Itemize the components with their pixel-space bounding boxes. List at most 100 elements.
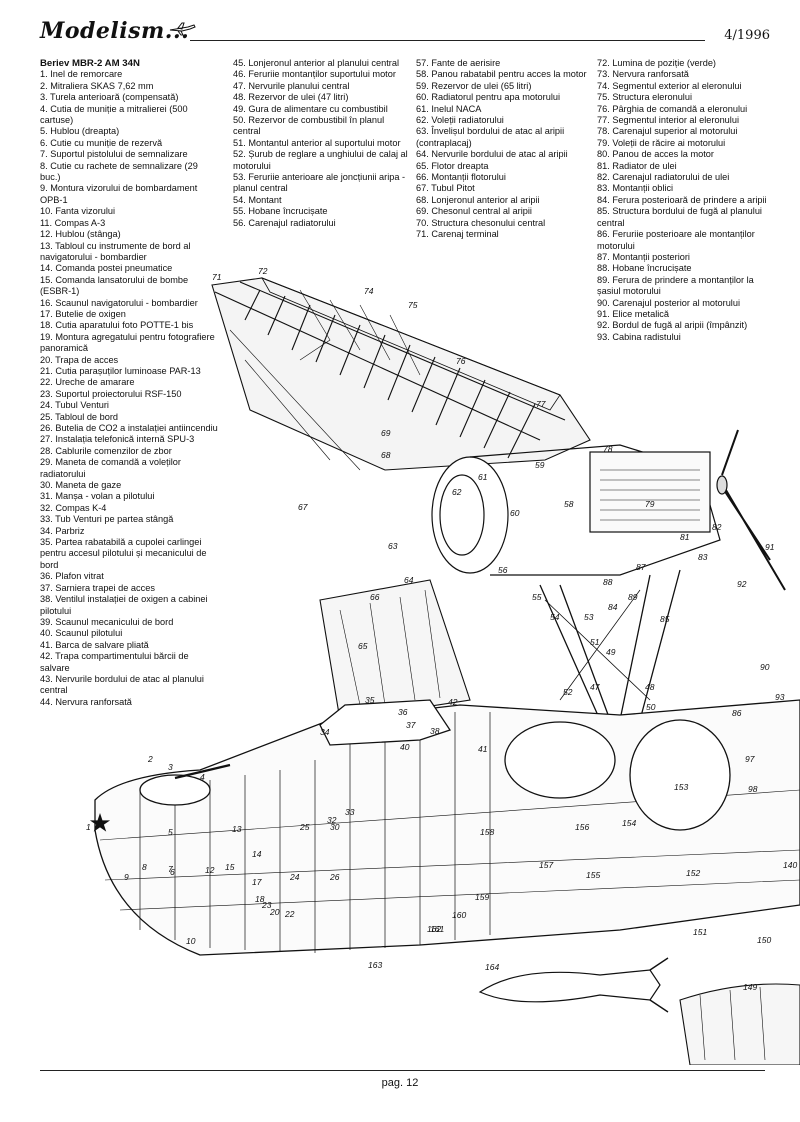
- callout-label: 7: [168, 864, 173, 874]
- callout-label: 92: [737, 579, 747, 589]
- legend-item: 59. Rezervor de ulei (65 litri): [416, 80, 532, 91]
- legend-item: 37. Sarniera trapei de acces: [40, 582, 155, 593]
- legend-item: 23. Suportul proiectorului RSF-150: [40, 388, 182, 399]
- legend-column-4: 72. Lumina de poziție (verde)73. Nervura…: [597, 58, 767, 343]
- callout-label: 71: [212, 272, 222, 282]
- callout-label: 87: [636, 562, 646, 572]
- legend-item: 52. Șurub de reglare a unghiului de cala…: [233, 149, 408, 171]
- legend-item: 62. Voleții radiatorului: [416, 115, 504, 126]
- callout-label: 34: [320, 727, 330, 737]
- legend-item: 73. Nervura ranforsată: [597, 69, 689, 80]
- wing: [211, 277, 591, 471]
- callout-label: 84: [608, 602, 618, 612]
- legend-item: 74. Segmentul exterior al eleronului: [597, 80, 742, 91]
- callout-label: 160: [452, 910, 466, 920]
- legend-item: 9. Montura vizorului de bombardament OPB…: [40, 183, 198, 205]
- fuselage: [89, 699, 800, 956]
- legend-item: 22. Ureche de amarare: [40, 377, 135, 388]
- callout-label: 40: [400, 742, 410, 752]
- callout-label: 63: [388, 541, 398, 551]
- callout-label: 54: [550, 612, 560, 622]
- callout-label: 93: [775, 692, 785, 702]
- legend-item: 31. Manșa - volan a pilotului: [40, 491, 155, 502]
- callout-label: 1: [86, 822, 91, 832]
- legend-item: 10. Fanta vizorului: [40, 206, 116, 217]
- legend-item: 3. Turela anterioară (compensată): [40, 92, 179, 103]
- callout-label: 90: [760, 662, 770, 672]
- callout-label: 77: [536, 399, 546, 409]
- callout-label: 149: [743, 982, 757, 992]
- callout-label: 159: [475, 892, 489, 902]
- callout-label: 13: [232, 824, 242, 834]
- callout-label: 59: [535, 460, 545, 470]
- footer-rule: [40, 1070, 765, 1071]
- legend-item: 13. Tabloul cu instrumente de bord al na…: [40, 240, 191, 262]
- callout-label: 3: [168, 762, 173, 772]
- legend-item: 39. Scaunul mecanicului de bord: [40, 616, 174, 627]
- callout-label: 38: [430, 726, 440, 736]
- legend-item: 14. Comanda postei pneumatice: [40, 263, 173, 274]
- legend-item: 43. Nervurile bordului de atac al planul…: [40, 673, 204, 696]
- legend-item: 78. Carenajul superior al motorului: [597, 126, 738, 137]
- callout-label: 25: [299, 822, 310, 832]
- legend-item: 70. Structura chesonului central: [416, 217, 546, 228]
- callout-label: 18: [255, 894, 265, 904]
- legend-title: Beriev MBR-2 AM 34N: [40, 58, 140, 69]
- engine-nacelle: [431, 429, 786, 591]
- callout-label: 6: [170, 867, 175, 877]
- callout-label: 161: [430, 924, 444, 934]
- legend-item: 64. Nervurile bordului de atac al aripii: [416, 149, 568, 160]
- legend-item: 79. Voleții de răcire ai motorului: [597, 137, 726, 148]
- legend-item: 77. Segmentul interior al eleronului: [597, 115, 739, 126]
- legend-item: 28. Cablurile comenzilor de zbor: [40, 445, 172, 456]
- callout-label: 75: [408, 300, 418, 310]
- callout-label: 152: [686, 868, 700, 878]
- legend-item: 61. Inelul NACA: [416, 103, 482, 114]
- callout-label: 62: [452, 487, 462, 497]
- legend-item: 25. Tabloul de bord: [40, 411, 118, 422]
- callout-label: 163: [368, 960, 382, 970]
- callout-label: 53: [584, 612, 594, 622]
- legend-item: 12. Hublou (stânga): [40, 229, 121, 240]
- legend-item: 48. Rezervor de ulei (47 litri): [233, 92, 349, 103]
- callout-label: 65: [358, 641, 368, 651]
- callout-label: 37: [406, 720, 416, 730]
- callout-label: 24: [289, 872, 300, 882]
- callout-label: 69: [381, 428, 391, 438]
- legend-item: 89. Ferura de prindere a montanților la …: [597, 274, 754, 297]
- callout-label: 32: [327, 815, 337, 825]
- legend-item: 60. Radiatorul pentru apa motorului: [416, 92, 561, 103]
- legend-item: 75. Structura eleronului: [597, 92, 692, 103]
- callout-label: 83: [698, 552, 708, 562]
- callout-label: 56: [498, 565, 508, 575]
- callout-label: 10: [186, 936, 196, 946]
- legend-item: 6. Cutie cu muniție de rezervă: [40, 137, 163, 148]
- legend-item: 65. Flotor dreapta: [416, 160, 489, 171]
- legend-item: 5. Hublou (dreapta): [40, 126, 120, 137]
- callout-label: 158: [480, 827, 494, 837]
- callout-label: 85: [660, 614, 670, 624]
- callout-label: 154: [622, 818, 636, 828]
- legend-item: 83. Montanții oblici: [597, 183, 674, 194]
- legend-item: 87. Montanții posteriori: [597, 251, 690, 262]
- bomb: [478, 957, 669, 1013]
- callout-label: 98: [748, 784, 758, 794]
- callout-label: 68: [381, 450, 391, 460]
- callout-label: 30: [330, 822, 340, 832]
- legend-item: 90. Carenajul posterior al motorului: [597, 297, 740, 308]
- callout-label: 155: [586, 870, 600, 880]
- legend-item: 4. Cutia de muniție a mitralierei (500 c…: [40, 103, 188, 126]
- callout-label: 12: [205, 865, 215, 875]
- legend-column-1: Beriev MBR-2 AM 34N 1. Inel de remorcare…: [40, 58, 220, 708]
- callout-label: 15: [225, 862, 235, 872]
- legend-item: 93. Cabina radistului: [597, 331, 681, 342]
- callout-label: 17: [252, 877, 262, 887]
- callout-label: 35: [365, 695, 375, 705]
- callout-label: 162: [427, 924, 441, 934]
- legend-item: 86. Feruriie posterioare ale montanților…: [597, 229, 755, 251]
- legend-item: 67. Tubul Pitot: [416, 183, 475, 194]
- legend-item: 71. Carenaj terminal: [416, 229, 499, 240]
- callout-label: 97: [745, 754, 755, 764]
